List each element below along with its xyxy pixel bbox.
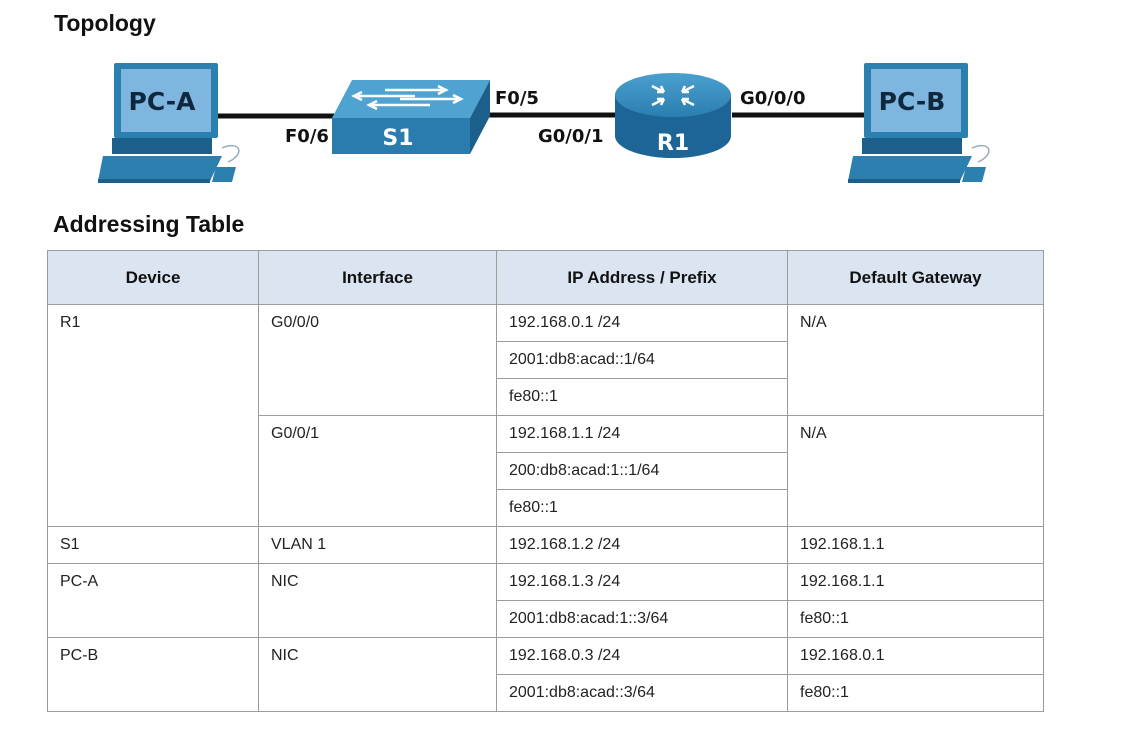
gateway-cell: fe80::1 xyxy=(787,674,1044,712)
topology-diagram: PC-A S1 R1 PC-B F0/6 F0/5 G0/0/1 G0/0/0 xyxy=(98,63,990,183)
port-label-r1-pcb: G0/0/0 xyxy=(740,88,806,109)
pc-a-label: PC-A xyxy=(129,87,197,116)
table-row: 2001:db8:acad::1/64 xyxy=(48,341,1044,379)
device-cell: R1 xyxy=(47,304,259,527)
table-row: R1 G0/0/0 192.168.0.1 /24 N/A xyxy=(47,304,1044,527)
s1-label: S1 xyxy=(382,126,413,151)
ip-cell: 192.168.0.1 /24 xyxy=(496,304,788,342)
table-row: S1 VLAN 1 192.168.1.2 /24 192.168.1.1 xyxy=(47,526,1044,564)
port-label-r1-s1: G0/0/1 xyxy=(538,126,604,147)
interface-cell: NIC xyxy=(258,637,497,712)
table-row: fe80::1 xyxy=(48,489,1044,527)
gateway-cell: 192.168.1.1 xyxy=(787,563,1044,601)
ip-cell: 192.168.1.3 /24 xyxy=(496,563,788,601)
gateway-cell: fe80::1 xyxy=(787,600,1044,638)
pc-b-icon xyxy=(848,63,990,183)
gateway-cell: 192.168.0.1 xyxy=(787,637,1044,675)
port-label-s1-r1: F0/5 xyxy=(495,88,539,109)
pc-b-label: PC-B xyxy=(879,87,946,116)
table-header-row: Device Interface IP Address / Prefix Def… xyxy=(47,250,1044,305)
router-icon xyxy=(615,73,731,158)
topology-heading: Topology xyxy=(54,10,156,36)
ip-cell: 192.168.1.2 /24 xyxy=(496,526,788,564)
gateway-cell: 192.168.1.1 xyxy=(787,526,1044,564)
interface-cell: VLAN 1 xyxy=(258,526,497,564)
device-cell: S1 xyxy=(47,526,259,564)
interface-cell: NIC xyxy=(258,563,497,638)
header-default-gateway: Default Gateway xyxy=(787,250,1044,305)
device-cell: PC-B xyxy=(47,637,259,712)
device-cell: PC-A xyxy=(47,563,259,638)
interface-cell: G0/0/0 xyxy=(258,304,497,416)
pc-a-icon xyxy=(98,63,240,183)
ip-cell: 200:db8:acad:1::1/64 xyxy=(496,452,788,490)
gateway-cell: N/A xyxy=(787,304,1044,416)
table-row: 2001:db8:acad::3/64 fe80::1 xyxy=(48,674,1044,712)
table-row: PC-A NIC 192.168.1.3 /24 192.168.1.1 xyxy=(47,563,1044,638)
header-device: Device xyxy=(47,250,259,305)
ip-cell: 192.168.0.3 /24 xyxy=(496,637,788,675)
ip-cell: 2001:db8:acad::3/64 xyxy=(496,674,788,712)
ip-cell: 192.168.1.1 /24 xyxy=(496,415,788,453)
addressing-heading: Addressing Table xyxy=(53,211,245,237)
ip-cell: fe80::1 xyxy=(496,378,788,416)
port-label-pca-s1: F0/6 xyxy=(285,126,329,147)
switch-icon xyxy=(332,80,490,154)
header-ip-address: IP Address / Prefix xyxy=(496,250,788,305)
r1-label: R1 xyxy=(657,131,689,156)
gateway-cell: N/A xyxy=(787,415,1044,527)
ip-cell: 2001:db8:acad:1::3/64 xyxy=(496,600,788,638)
addressing-table: Device Interface IP Address / Prefix Def… xyxy=(47,250,1044,712)
ip-cell: fe80::1 xyxy=(496,489,788,527)
interface-cell: G0/0/1 xyxy=(258,415,497,527)
header-interface: Interface xyxy=(258,250,497,305)
ip-cell: 2001:db8:acad::1/64 xyxy=(496,341,788,379)
table-row: PC-B NIC 192.168.0.3 /24 192.168.0.1 xyxy=(47,637,1044,712)
